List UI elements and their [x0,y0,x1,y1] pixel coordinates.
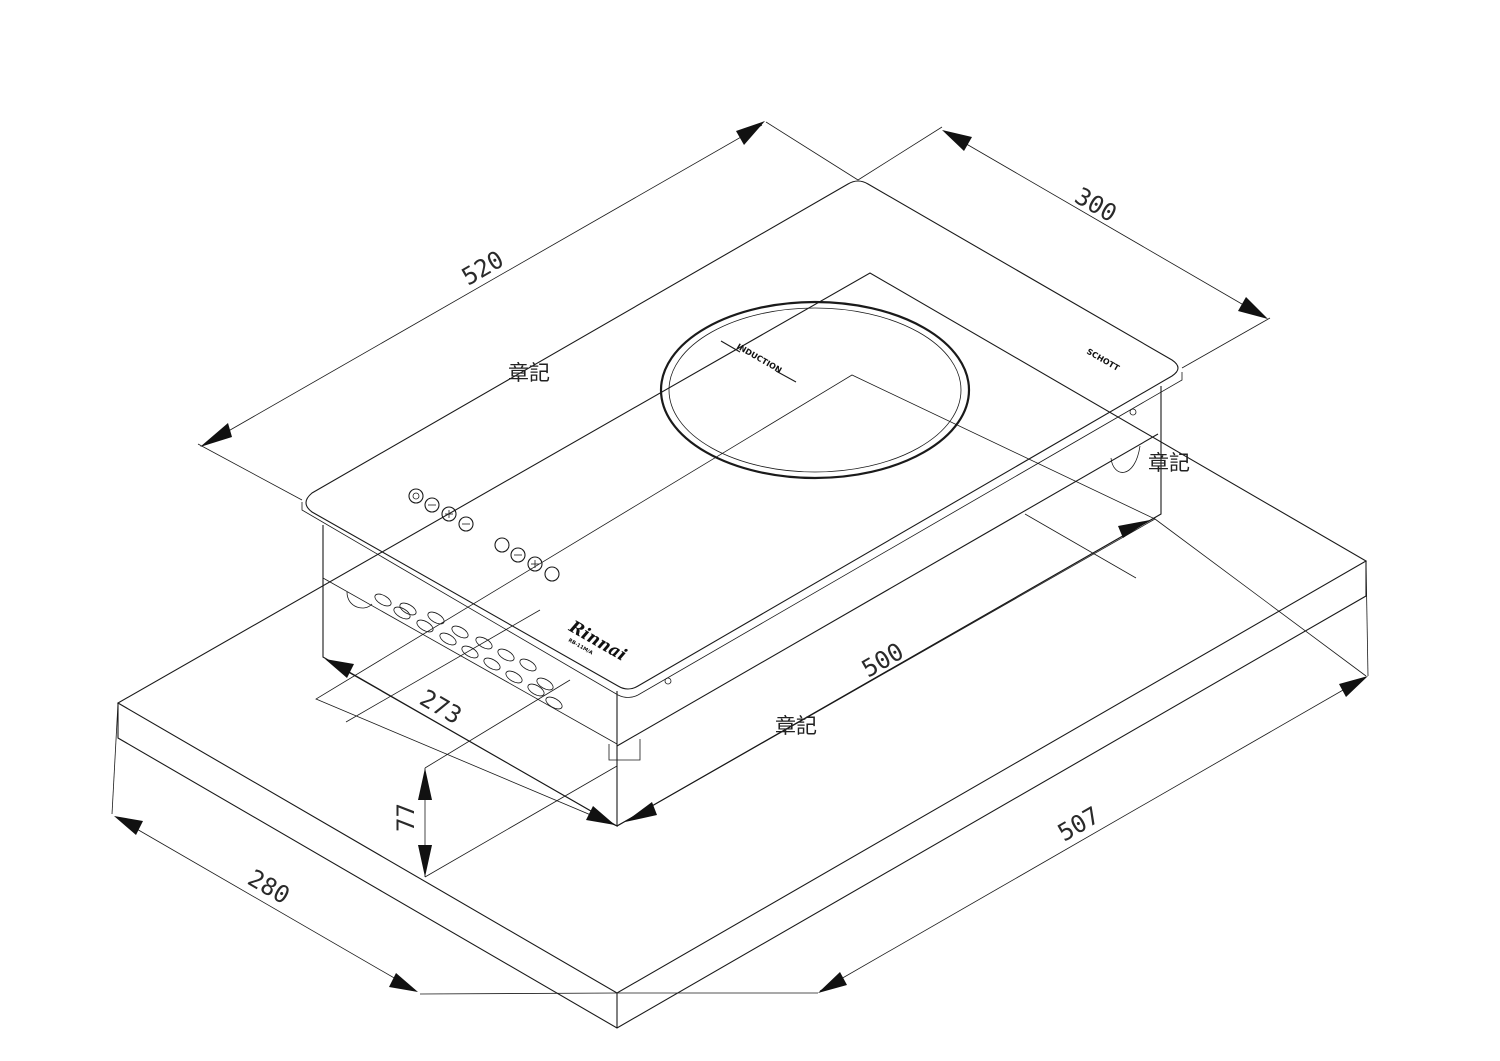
plus-icon [527,556,543,572]
induction-zone: INDUCTION [659,300,971,480]
glass-top [301,180,1183,698]
note-label: 章記 [508,361,550,385]
schott-logo: SCHOTT [1085,347,1121,373]
timer-icon [494,537,510,553]
boost-icon [458,516,474,532]
minus-icon [424,497,440,513]
dim-507: 507 [617,560,1369,994]
vent-slots [374,593,563,710]
hob-body [322,386,1162,827]
screw-icon [1129,408,1137,416]
projection-lines [345,513,1367,723]
dim-507-label: 507 [1053,801,1105,847]
dim-273: 273 [325,659,615,825]
dim-273-label: 273 [415,684,467,730]
dim-77-label: 77 [392,803,420,832]
minus-icon [510,547,526,563]
induction-label: INDUCTION [735,342,783,375]
dim-520-label: 520 [457,245,509,291]
dim-300: 300 [857,126,1271,369]
dim-500-label: 500 [857,637,909,683]
plus-icon [441,506,457,522]
dim-500: 500 [616,516,1157,827]
dim-280-label: 280 [243,864,295,910]
touch-controls-timer [494,537,560,582]
dim-300-label: 300 [1070,182,1122,228]
touch-controls-power [408,488,474,532]
dim-280: 280 [111,702,618,995]
power-icon [408,488,424,504]
dim-77: 77 [392,679,618,878]
lock-icon [544,566,560,582]
countertop-slab [116,272,1368,1029]
note-label: 章記 [775,714,817,738]
note-label: 章記 [1148,451,1190,475]
dim-520: 520 [197,121,859,501]
screw-icon [664,677,672,685]
